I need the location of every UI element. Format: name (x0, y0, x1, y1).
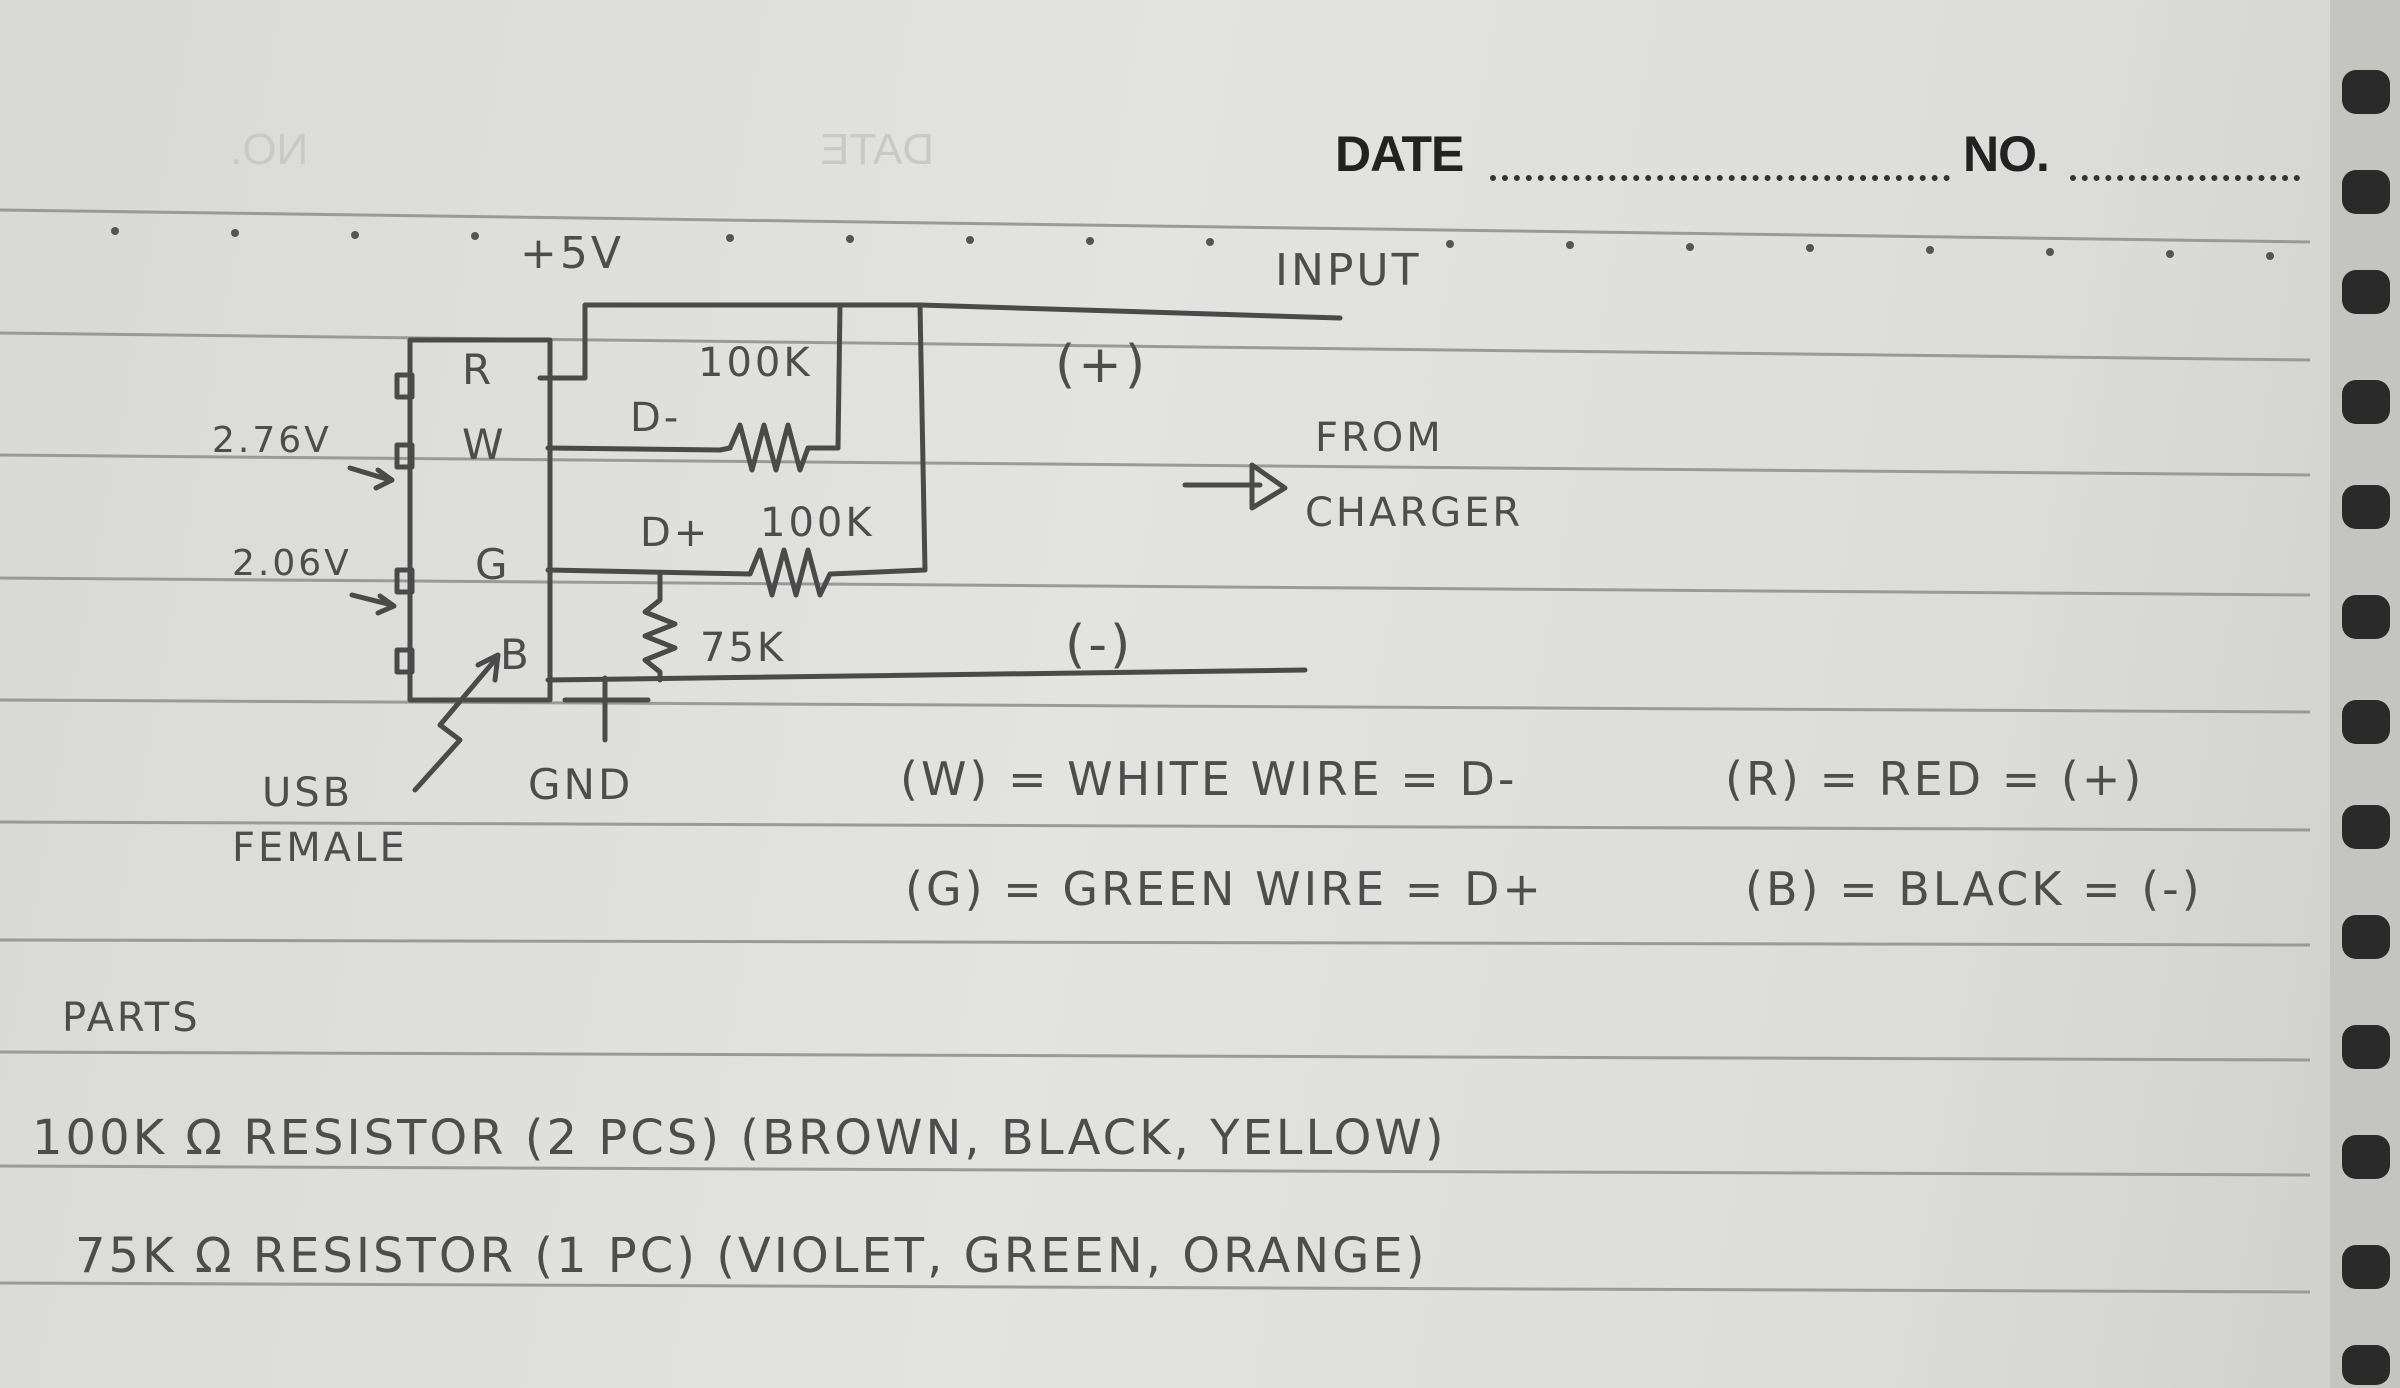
legend-white: (W) = WHITE WIRE = D- (900, 752, 1518, 806)
pin-tab-g (394, 567, 415, 595)
legend-green: (G) = GREEN WIRE = D+ (905, 862, 1544, 916)
charger-arrow-head (1249, 462, 1288, 511)
usb-pointer-arrow (412, 652, 501, 793)
resistor-mid-value: 100K (760, 500, 875, 546)
from-label: FROM (1315, 415, 1444, 461)
minus-label: (-) (1065, 615, 1134, 675)
pin-label-w: W (462, 420, 507, 469)
wire-b (545, 667, 1308, 683)
pin-label-b: B (500, 630, 532, 679)
resistor-100k-top (727, 422, 841, 473)
date-dotted-line (1490, 125, 1950, 181)
voltage-w-label: 2.76V (212, 420, 332, 461)
pin-tab-r (394, 372, 415, 400)
legend-red: (R) = RED = (+) (1725, 752, 2145, 806)
resistor-75k (642, 571, 678, 683)
voltage-arrow-w (347, 465, 395, 491)
date-label: DATE (1335, 126, 1464, 182)
voltage-arrow-g (349, 592, 397, 616)
resistor-100k-mid (747, 547, 928, 598)
wire-plus5v (537, 302, 1343, 381)
wire-right-vertical (917, 302, 928, 573)
usb-connector-body (407, 337, 553, 703)
pin-tab-w (394, 442, 415, 470)
parts-item-1: 100K Ω RESISTOR (2 PCS) (BROWN, BLACK, Y… (32, 1110, 1447, 1166)
usb-label: USB (262, 770, 354, 816)
resistor-bottom-value: 75K (700, 625, 787, 671)
voltage-g-label: 2.06V (232, 543, 352, 584)
legend-black: (B) = BLACK = (-) (1745, 862, 2203, 916)
pin-label-g: G (475, 540, 511, 589)
d-plus-label: D+ (640, 510, 711, 556)
supply-label: +5V (520, 228, 624, 279)
wire-w (545, 445, 733, 453)
no-label: NO. (1963, 126, 2050, 182)
d-minus-label: D- (630, 395, 682, 441)
resistor-top-value: 100K (698, 340, 813, 386)
pin-tab-b (394, 647, 415, 675)
plus-label: (+) (1055, 335, 1149, 395)
pin-label-r: R (462, 345, 495, 394)
female-label: FEMALE (232, 825, 408, 871)
parts-item-2: 75K Ω RESISTOR (1 PC) (VIOLET, GREEN, OR… (75, 1228, 1428, 1284)
no-dotted-line (2070, 125, 2300, 181)
wire-top-branch (835, 302, 843, 451)
wire-g (545, 567, 753, 577)
charger-label: CHARGER (1305, 490, 1524, 536)
input-label: INPUT (1275, 245, 1422, 296)
gnd-label: GND (528, 760, 634, 809)
parts-heading: PARTS (62, 995, 201, 1041)
